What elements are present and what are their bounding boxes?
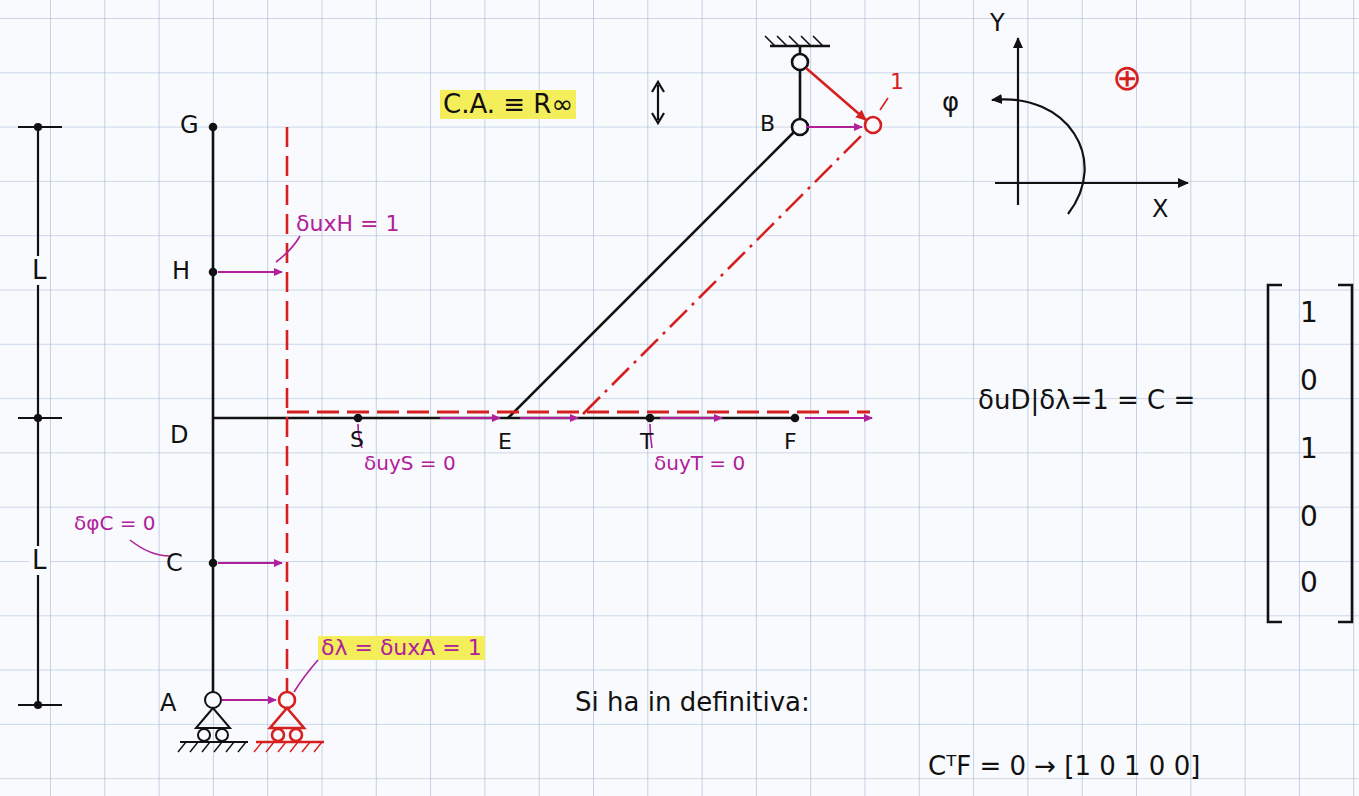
matrix-entry: 1 — [1300, 434, 1318, 465]
axis-label: X — [1152, 196, 1168, 222]
displacement-label: δuyT = 0 — [654, 452, 745, 474]
axes — [992, 38, 1188, 214]
matrix-bracket — [1268, 285, 1352, 622]
vector-label: δuD|δλ=1 = C = — [978, 386, 1195, 415]
point-label: H — [172, 258, 190, 284]
point-label: A — [160, 690, 176, 716]
point-label: C — [166, 550, 183, 576]
displacement-label: δφC = 0 — [74, 512, 156, 534]
point-label: G — [180, 112, 199, 138]
axis-label: φ — [942, 88, 959, 117]
displacement-label: δuxH = 1 — [296, 212, 399, 236]
note-label: Si ha in definitiva: — [575, 688, 810, 717]
axis-label: Y — [990, 10, 1005, 36]
point-label: T — [640, 430, 653, 454]
sign-convention: ⊕ — [1112, 58, 1142, 98]
virtual-displacements — [130, 127, 872, 700]
displacement-label: δuyS = 0 — [364, 452, 456, 474]
equation-label: CᵀF = 0 → [1 0 1 0 0] — [928, 752, 1200, 781]
matrix-entry: 0 — [1300, 366, 1318, 397]
point-label: B — [760, 112, 775, 136]
displacement-label: δλ = δuxA = 1 — [318, 636, 485, 660]
note-label: C.A. ≡ R∞ — [440, 90, 576, 119]
point-label: E — [498, 430, 512, 454]
point-label: S — [350, 428, 364, 452]
matrix-entry: 0 — [1300, 502, 1318, 533]
dimension-label: L — [29, 256, 50, 285]
point-label: F — [784, 430, 797, 454]
frame-structure — [210, 36, 830, 692]
point-label: D — [170, 422, 188, 448]
up-down-arrow — [652, 82, 664, 123]
dimension-line — [18, 124, 62, 708]
deformed-shape — [254, 68, 888, 752]
matrix-entry: 1 — [1300, 298, 1318, 329]
dimension-label: L — [29, 546, 50, 575]
callout-number: 1 — [890, 70, 904, 94]
matrix-entry: 0 — [1300, 568, 1318, 599]
